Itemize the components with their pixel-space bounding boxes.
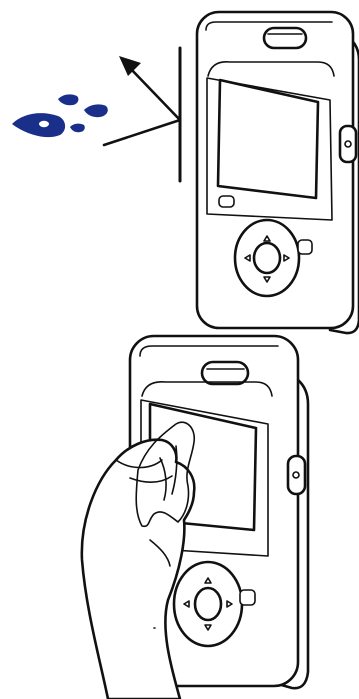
strap-lug (288, 456, 305, 494)
strap-lug (340, 126, 356, 162)
shutter-button (264, 28, 306, 48)
arrow-head (119, 56, 141, 76)
wipe-screen-panel (82, 336, 308, 699)
dpad-center (195, 588, 221, 620)
camera-device-top (197, 12, 359, 333)
camera-mode-button (240, 590, 255, 605)
water-drop-highlight (39, 121, 49, 127)
water-drops-icon (12, 94, 108, 137)
deflect-arrow-icon (104, 56, 180, 145)
shutter-button (202, 362, 248, 384)
water-drop-small (70, 124, 85, 133)
menu-button (219, 196, 234, 207)
water-drop-large (12, 113, 65, 137)
dpad-center (254, 243, 280, 273)
camera-screen (218, 80, 318, 198)
water-drop-top (58, 94, 78, 105)
splash-guard-panel (12, 12, 359, 333)
water-drop-middle (84, 104, 108, 117)
camera-mode-button (298, 240, 312, 254)
